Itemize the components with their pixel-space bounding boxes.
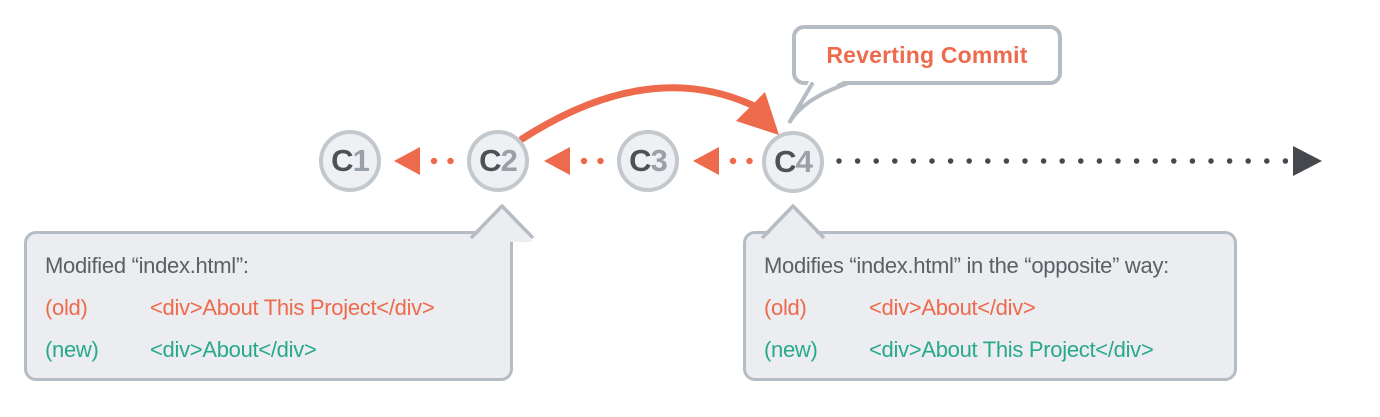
diff-old-code: <div>About</div> (869, 295, 1036, 320)
diff-new-row: (new) <div>About This Project</div> (764, 329, 1220, 371)
diff-new-label: (new) (764, 337, 818, 362)
revert-arc (518, 84, 756, 143)
commit-label-number: 2 (500, 143, 518, 178)
parent-arrow-c2-to-c1 (394, 147, 471, 175)
right-arrowhead-icon (1293, 146, 1322, 176)
diff-new-label: (new) (45, 337, 99, 362)
diff-old-row: (old) <div>About</div> (764, 287, 1220, 329)
parent-arrow-c3-to-c2 (544, 147, 621, 175)
parent-arrow-c4-to-c3 (693, 147, 770, 175)
diff-old-label: (old) (764, 295, 807, 320)
commit-label-prefix: C (629, 143, 651, 178)
revert-arrowhead-icon (736, 92, 779, 135)
left-arrowhead-icon (544, 147, 570, 175)
diff-old-code: <div>About This Project</div> (150, 295, 435, 320)
commit-label-prefix: C (331, 143, 353, 178)
commit-label-number: 1 (352, 143, 370, 178)
commit-label-number: 4 (795, 144, 813, 179)
diff-old-label: (old) (45, 295, 88, 320)
callout-title: Modifies “index.html” in the “opposite” … (764, 253, 1169, 278)
reverting-commit-bubble: Reverting Commit (792, 25, 1062, 85)
reverting-commit-label: Reverting Commit (826, 41, 1028, 68)
timeline-arrow (836, 146, 1322, 176)
callout-c2-diff: Modified “index.html”: (old) <div>About … (24, 231, 513, 381)
commit-label-prefix: C (774, 144, 796, 179)
callout-c4-diff: Modifies “index.html” in the “opposite” … (743, 231, 1237, 381)
left-arrowhead-icon (693, 147, 719, 175)
diff-new-row: (new) <div>About</div> (45, 329, 496, 371)
left-arrowhead-icon (394, 147, 420, 175)
callout-title: Modified “index.html”: (45, 253, 249, 278)
diff-new-code: <div>About This Project</div> (869, 337, 1154, 362)
commit-label-number: 3 (650, 143, 668, 178)
diff-new-code: <div>About</div> (150, 337, 317, 362)
diff-old-row: (old) <div>About This Project</div> (45, 287, 496, 329)
commit-label-prefix: C (479, 143, 501, 178)
revert-arrow (518, 84, 779, 143)
